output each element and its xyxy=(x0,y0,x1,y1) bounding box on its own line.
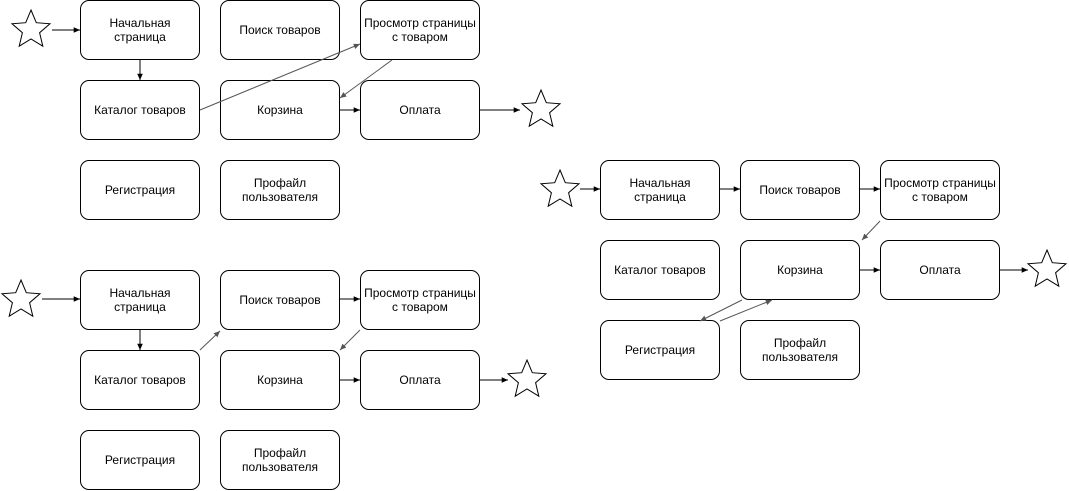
node-home: Начальная страница xyxy=(80,0,200,60)
node-search: Поиск товаров xyxy=(740,160,860,220)
node-product: Просмотр страницы с товаром xyxy=(360,270,480,330)
start-star-icon xyxy=(539,168,581,208)
edge-catalog-product xyxy=(199,43,361,111)
node-catalog: Каталог товаров xyxy=(600,240,720,300)
edge-product-cart xyxy=(339,329,361,351)
node-catalog: Каталог товаров xyxy=(80,350,200,410)
start-star-icon xyxy=(0,278,42,318)
flow-a-edges xyxy=(52,27,520,113)
end-star-icon xyxy=(506,358,548,398)
edge-registration-cart xyxy=(719,299,773,322)
node-registration: Регистрация xyxy=(600,320,720,380)
node-profile: Профайл пользователя xyxy=(740,320,860,380)
edge-product-cart xyxy=(339,59,393,99)
node-home: Начальная страница xyxy=(80,270,200,330)
node-home: Начальная страница xyxy=(600,160,720,220)
edge-product-cart xyxy=(861,220,881,241)
end-star-icon xyxy=(520,88,562,128)
flow-b-edges xyxy=(42,296,508,383)
flow-a-stars xyxy=(10,8,562,128)
node-cart: Корзина xyxy=(220,80,340,140)
edge-cart-registration xyxy=(699,299,743,322)
node-product: Просмотр страницы с товаром xyxy=(880,160,1000,220)
flow-b-stars xyxy=(0,278,548,398)
node-payment: Оплата xyxy=(360,350,480,410)
node-payment: Оплата xyxy=(360,80,480,140)
node-product: Просмотр страницы с товаром xyxy=(360,0,480,60)
node-catalog: Каталог товаров xyxy=(80,80,200,140)
node-search: Поиск товаров xyxy=(220,270,340,330)
flow-c-edges xyxy=(580,186,1028,322)
edge-catalog-search xyxy=(199,330,221,351)
end-star-icon xyxy=(1026,248,1068,288)
node-profile: Профайл пользователя xyxy=(220,160,340,220)
node-search: Поиск товаров xyxy=(220,0,340,60)
node-cart: Корзина xyxy=(740,240,860,300)
start-star-icon xyxy=(10,8,52,48)
node-payment: Оплата xyxy=(880,240,1000,300)
node-cart: Корзина xyxy=(220,350,340,410)
node-registration: Регистрация xyxy=(80,430,200,490)
node-profile: Профайл пользователя xyxy=(220,430,340,490)
node-registration: Регистрация xyxy=(80,160,200,220)
flow-c-stars xyxy=(539,168,1068,288)
